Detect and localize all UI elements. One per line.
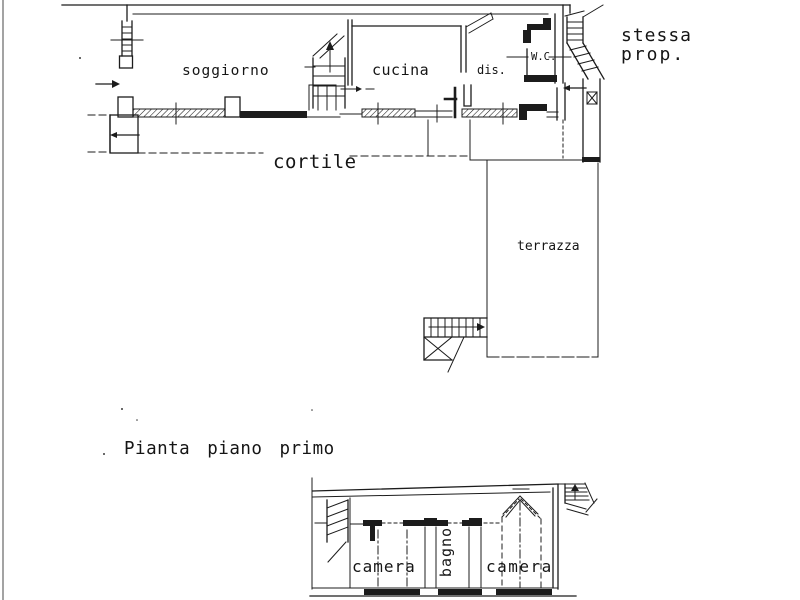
- toilet-label: W.C.: [531, 51, 556, 63]
- ff-outer-walls: [309, 477, 577, 597]
- south-wall-windows: [117, 86, 559, 125]
- internal-staircase: [304, 19, 375, 111]
- ff-external-staircase: [557, 482, 598, 516]
- bathroom-label: bagno: [437, 527, 455, 577]
- entry-arrow-icon: [95, 80, 120, 88]
- entrance-staircase: [110, 20, 144, 69]
- terrace-label: terrazza: [517, 239, 580, 254]
- plan-title: Pianta piano primo: [124, 439, 335, 459]
- bedroom-right-label: camera: [486, 557, 553, 576]
- courtyard-exit-arrow-icon: [110, 132, 140, 138]
- adjacent-property-note-line2: prop.: [621, 44, 685, 65]
- outer-walls: [61, 4, 571, 22]
- terrace-stair-arrow-icon: [428, 323, 485, 331]
- terrace-staircase: [423, 317, 488, 373]
- external-stair-arrow-icon: [563, 85, 587, 91]
- ff-bay-window: [501, 488, 542, 589]
- wc-room: [506, 4, 572, 84]
- ff-partitions: [377, 518, 482, 589]
- kitchen-label: cucina: [372, 61, 429, 79]
- ground-floor-plan: soggiorno cucina dis. W.C. cortile terra…: [61, 4, 692, 373]
- courtyard-boundary: [87, 114, 599, 161]
- scan-artifacts: [2, 0, 313, 600]
- living-room-label: soggiorno: [182, 63, 270, 79]
- ff-external-stair-arrow-icon: [571, 484, 579, 500]
- courtyard-label: cortile: [273, 151, 357, 173]
- hallway-label: dis.: [477, 63, 506, 77]
- internal-stair-arrow-icon: [326, 41, 334, 73]
- adjacent-property-note-line1: stessa: [621, 25, 692, 46]
- external-staircase: [556, 4, 605, 163]
- kitchen-hall-walls: [351, 12, 494, 107]
- bedroom-left-label: camera: [352, 557, 416, 576]
- ff-staircase: [314, 499, 349, 563]
- internal-stair-exit-arrow-icon: [340, 86, 375, 92]
- first-floor-plan: camera bagno camera: [309, 477, 598, 597]
- terrace: [486, 159, 599, 358]
